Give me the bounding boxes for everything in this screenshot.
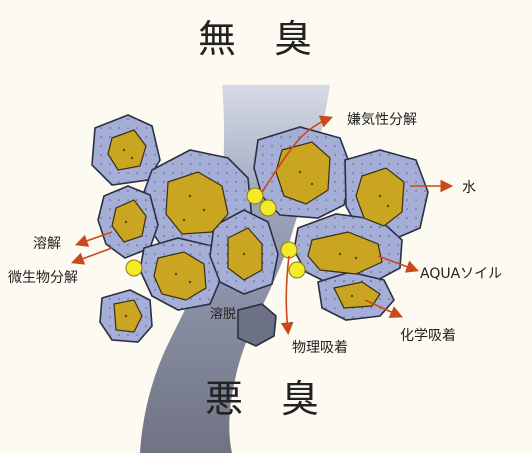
odor-dot-4 — [289, 262, 305, 278]
label-elution: 溶脱 — [210, 307, 236, 322]
title-bottom: 悪 臭 — [205, 377, 319, 421]
label-physical-adsorption: 物理吸着 — [292, 340, 348, 356]
label-aqua-soil: AQUAソイル — [420, 266, 502, 282]
label-dissolution: 溶解 — [33, 236, 61, 252]
label-chemical-adsorption: 化学吸着 — [400, 328, 456, 344]
odor-dot-5 — [126, 260, 142, 276]
title-top: 無 臭 — [198, 17, 312, 61]
label-water: 水 — [462, 180, 476, 196]
odor-dot-2 — [260, 200, 276, 216]
odor-dot-1 — [247, 188, 263, 204]
label-anaerobic-decomposition: 嫌気性分解 — [347, 112, 417, 128]
odor-dot-3 — [281, 242, 297, 258]
label-microbial-decomposition: 微生物分解 — [8, 270, 78, 286]
